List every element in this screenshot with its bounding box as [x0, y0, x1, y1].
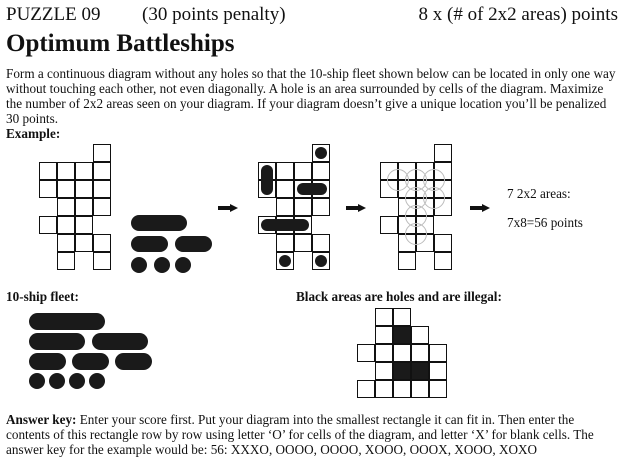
arrow-icon: [470, 204, 490, 212]
grid-cell: [75, 198, 93, 216]
grid-cell: [380, 216, 398, 234]
grid-cell: [375, 344, 393, 362]
grid-cell: [57, 198, 75, 216]
ship: [297, 183, 327, 195]
header: PUZZLE 09 (30 points penalty) 8 x (# of …: [6, 4, 618, 26]
hole-cell: [393, 362, 411, 380]
ship: [279, 255, 291, 267]
penalty: (30 points penalty): [142, 4, 286, 25]
ship: [261, 165, 273, 195]
grid-cell: [393, 308, 411, 326]
illegal-label: Black areas are holes and are illegal:: [296, 289, 502, 304]
grid-cell: [312, 234, 330, 252]
grid-cell: [75, 162, 93, 180]
2x2-area-marker: [423, 187, 445, 209]
grid-cell: [411, 380, 429, 398]
grid-cell: [276, 180, 294, 198]
grid-cell: [393, 380, 411, 398]
fleet-diagram: [29, 313, 159, 393]
arrow-icon: [346, 204, 366, 212]
fleet-label: 10-ship fleet:: [6, 289, 79, 304]
grid-cell: [276, 198, 294, 216]
page-title: Optimum Battleships: [6, 30, 235, 57]
grid-cell: [429, 380, 447, 398]
scoring: 8 x (# of 2x2 areas) points: [418, 4, 618, 25]
grid-cell: [57, 180, 75, 198]
grid-cell: [75, 180, 93, 198]
grid-cell: [276, 162, 294, 180]
ship: [315, 147, 327, 159]
grid-cell: [57, 252, 75, 270]
grid-cell: [375, 326, 393, 344]
result-areas: 7 2x2 areas:: [507, 186, 571, 201]
grid-cell: [39, 216, 57, 234]
grid-cell: [75, 234, 93, 252]
grid-cell: [375, 380, 393, 398]
grid-cell: [375, 362, 393, 380]
grid-cell: [434, 252, 452, 270]
answer-key-body: Enter your score first. Put your diagram…: [6, 412, 594, 457]
grid-cell: [39, 180, 57, 198]
grid-cell: [411, 326, 429, 344]
2x2-area-marker: [405, 223, 427, 245]
grid-cell: [434, 144, 452, 162]
grid-cell: [276, 234, 294, 252]
grid-cell: [294, 198, 312, 216]
grid-cell: [93, 180, 111, 198]
grid-cell: [411, 344, 429, 362]
hole-cell: [411, 362, 429, 380]
result-points: 7x8=56 points: [507, 215, 583, 230]
answer-key-text: Answer key: Enter your score first. Put …: [6, 412, 618, 457]
grid-cell: [429, 362, 447, 380]
grid-cell: [398, 252, 416, 270]
grid-cell: [93, 144, 111, 162]
grid-cell: [393, 344, 411, 362]
grid-cell: [57, 234, 75, 252]
intro-text: Form a continuous diagram without any ho…: [6, 66, 618, 141]
grid-cell: [57, 162, 75, 180]
example-fleet: [131, 215, 212, 275]
arrow-icon: [218, 204, 238, 212]
grid-cell: [39, 162, 57, 180]
example-label: Example:: [6, 126, 61, 141]
grid-cell: [312, 162, 330, 180]
grid-cell: [93, 252, 111, 270]
answer-key-label: Answer key:: [6, 412, 77, 427]
grid-cell: [357, 344, 375, 362]
grid-cell: [434, 234, 452, 252]
grid-cell: [93, 162, 111, 180]
grid-cell: [375, 308, 393, 326]
grid-cell: [357, 380, 375, 398]
grid-cell: [294, 162, 312, 180]
puzzle-number: PUZZLE 09: [6, 4, 101, 25]
intro-paragraph: Form a continuous diagram without any ho…: [6, 66, 616, 126]
ship: [315, 255, 327, 267]
grid-cell: [93, 234, 111, 252]
grid-cell: [312, 198, 330, 216]
grid-cell: [75, 216, 93, 234]
grid-cell: [57, 216, 75, 234]
grid-cell: [294, 234, 312, 252]
ship: [261, 219, 309, 231]
grid-cell: [429, 344, 447, 362]
hole-cell: [393, 326, 411, 344]
grid-cell: [93, 198, 111, 216]
